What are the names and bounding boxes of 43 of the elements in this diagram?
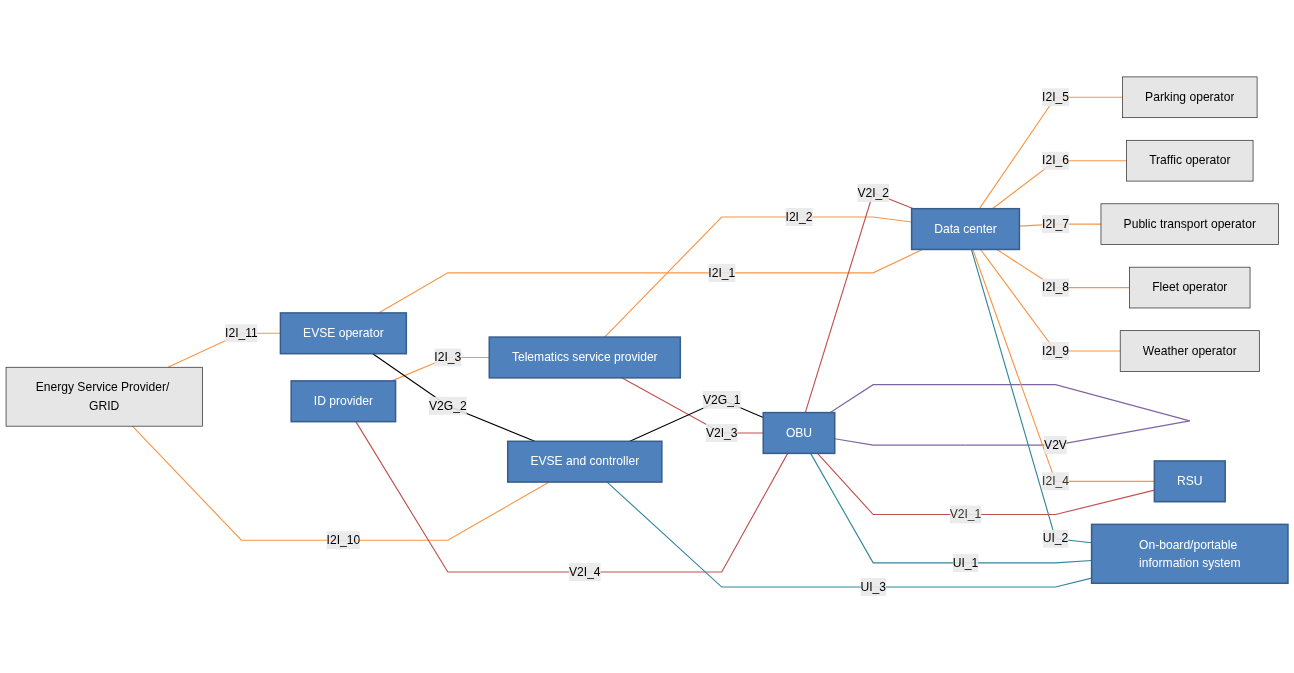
edge-label: I2I_2 xyxy=(785,210,813,224)
edge-label: V2I_1 xyxy=(949,507,982,521)
edge-label: UI_2 xyxy=(1042,531,1069,545)
edge-label: V2V xyxy=(1044,438,1067,452)
edge-label: UI_1 xyxy=(952,556,979,569)
node-box: Traffic operator xyxy=(1126,139,1254,182)
edge-label: V2I_4 xyxy=(568,565,601,578)
node-box: Data center xyxy=(910,207,1021,251)
connector xyxy=(980,248,1121,352)
node-box: Public transport operator xyxy=(1100,203,1279,245)
node-box: On-board/portable information system xyxy=(1090,523,1289,585)
node-box: Telematics service provider xyxy=(488,336,682,379)
connector xyxy=(131,425,550,541)
connector xyxy=(378,248,924,314)
edge-label: I2I_6 xyxy=(1042,153,1069,167)
connector xyxy=(816,452,1155,516)
connector xyxy=(355,421,789,573)
edge-label: I2I_1 xyxy=(708,266,736,279)
node-box: EVSE operator xyxy=(279,312,408,355)
node-box: EVSE and controller xyxy=(506,440,663,483)
edge-label: V2G_1 xyxy=(702,392,741,406)
edge-label: V2I_3 xyxy=(705,426,738,440)
edge-label: I2I_10 xyxy=(326,533,361,547)
edge-label: I2I_4 xyxy=(1042,474,1069,488)
node-box: ID provider xyxy=(290,380,397,423)
edge-label: I2I_8 xyxy=(1042,280,1069,294)
edge-label: V2G_2 xyxy=(428,399,467,412)
node-box: Fleet operator xyxy=(1129,266,1251,309)
node-box: Energy Service Provider/ GRID xyxy=(5,366,203,427)
connector xyxy=(621,377,764,434)
edge-label: V2I_2 xyxy=(857,186,889,199)
connector xyxy=(829,384,1191,446)
node-box: RSU xyxy=(1153,460,1226,503)
edge-label: I2I_5 xyxy=(1042,90,1069,104)
edge-label: I2I_3 xyxy=(434,350,462,364)
node-box: OBU xyxy=(762,411,836,455)
node-box: Weather operator xyxy=(1119,330,1260,372)
connector xyxy=(978,96,1123,210)
edge-label: I2I_9 xyxy=(1042,344,1069,358)
node-box: Parking operator xyxy=(1122,76,1258,119)
edge-label: I2I_11 xyxy=(225,326,258,340)
edge-label: I2I_7 xyxy=(1042,217,1069,231)
edge-label: UI_3 xyxy=(860,580,886,594)
